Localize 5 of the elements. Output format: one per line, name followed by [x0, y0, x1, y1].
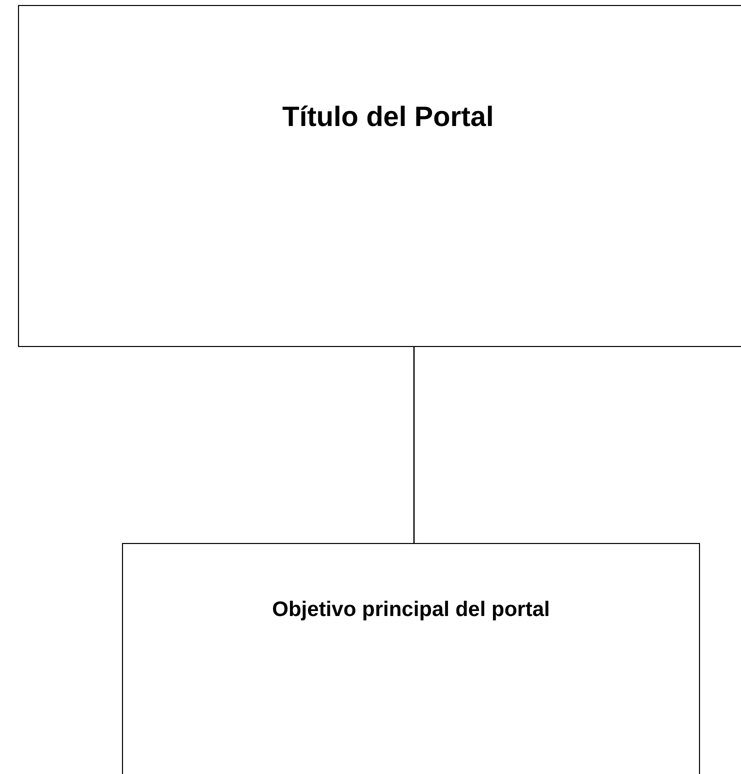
text-box — [122, 543, 700, 774]
text-box — [18, 5, 741, 347]
connector-line — [413, 347, 415, 543]
box-heading: Título del Portal — [282, 101, 494, 133]
box-heading: Objetivo principal del portal — [272, 598, 550, 622]
